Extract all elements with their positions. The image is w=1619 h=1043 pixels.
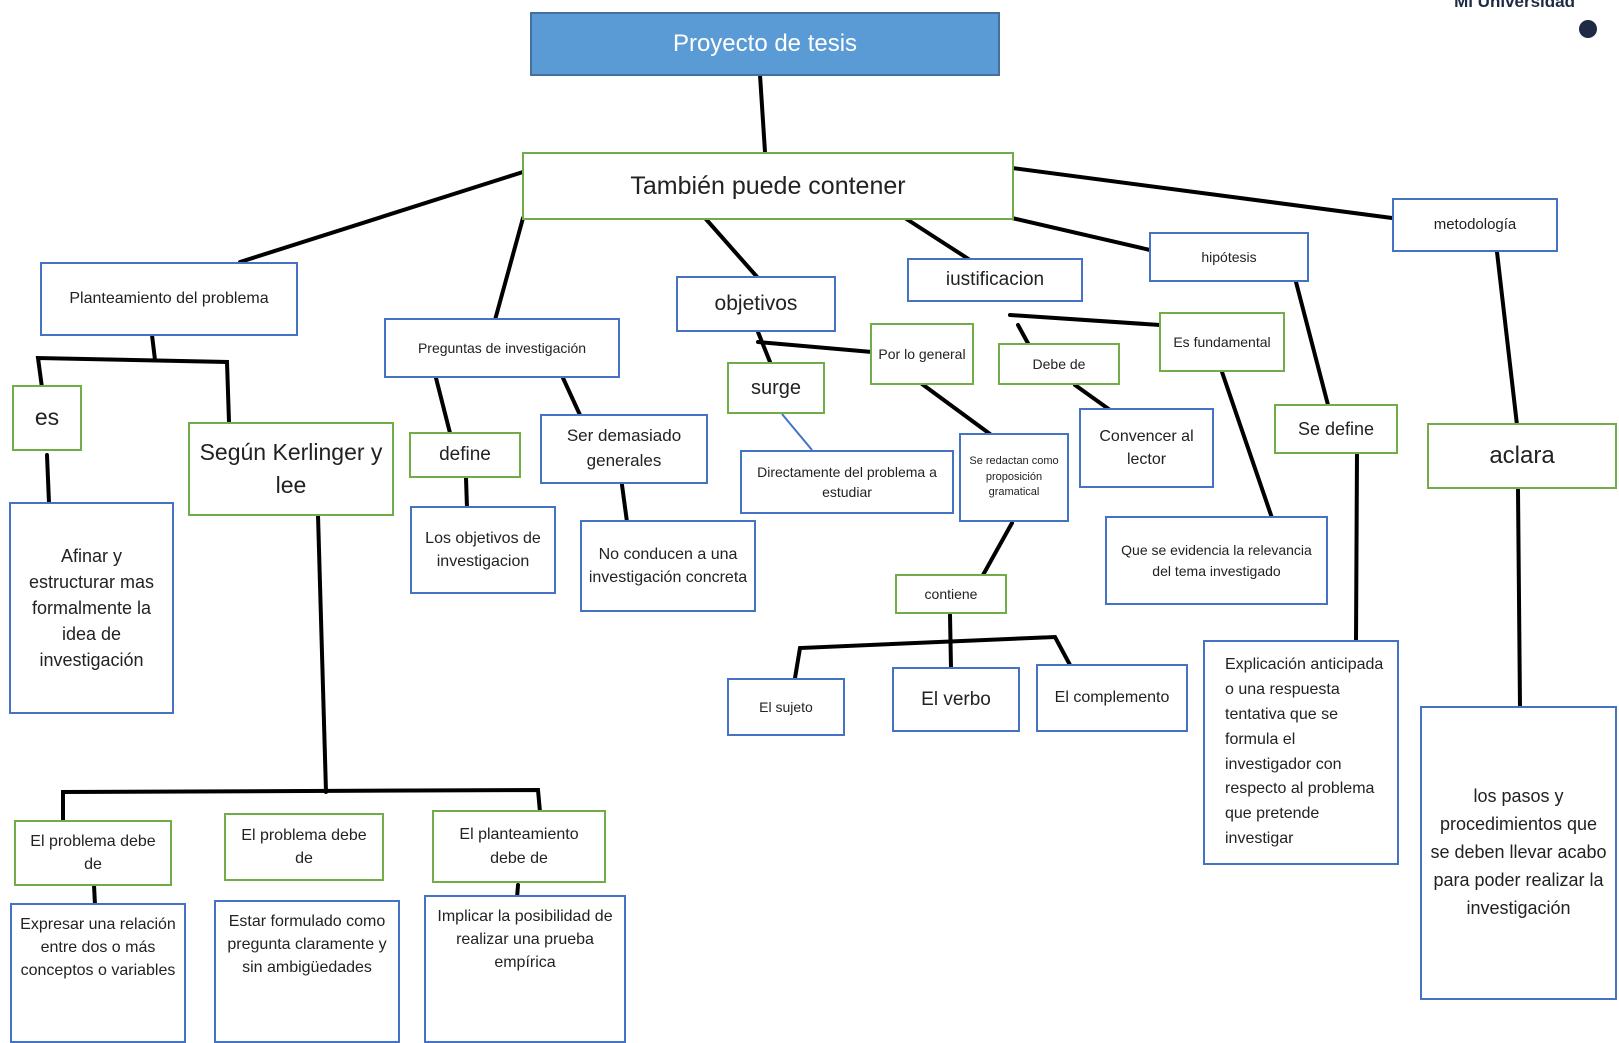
metodologia-node: metodología <box>1392 198 1558 252</box>
estar-node: Estar formulado como pregunta claramente… <box>214 900 400 1043</box>
connector <box>1010 166 1394 220</box>
connector <box>92 883 97 907</box>
connector <box>703 216 760 280</box>
connector <box>756 340 874 354</box>
connector <box>316 513 328 794</box>
connector <box>793 634 1072 680</box>
complemento-node: El complemento <box>1036 664 1188 732</box>
connector <box>464 476 469 510</box>
demasiado-node: Ser demasiado generales <box>540 414 708 484</box>
debe-de-node: Debe de <box>998 343 1120 385</box>
connector <box>493 216 525 322</box>
explicacion-node: Explicación anticipada o una respuesta t… <box>1203 640 1399 865</box>
justificacion-node: iustificacion <box>907 258 1083 302</box>
connector <box>238 170 525 264</box>
planteamiento-node: Planteamiento del problema <box>40 262 298 336</box>
se-define-node: Se define <box>1274 404 1398 454</box>
convencer-node: Convencer al lector <box>1079 408 1214 488</box>
connector <box>45 453 51 505</box>
connector <box>758 73 767 154</box>
connector <box>981 521 1014 577</box>
hipotesis-node: hipótesis <box>1149 232 1309 282</box>
afinar-node: Afinar y estructurar mas formalmente la … <box>9 502 174 714</box>
root-node: Proyecto de tesis <box>530 12 1000 76</box>
prob2-node: El problema debe de <box>224 813 384 881</box>
connector <box>903 216 972 262</box>
connector <box>920 382 992 436</box>
connector <box>150 333 157 362</box>
connector <box>1354 450 1359 644</box>
connector <box>561 376 582 417</box>
directamente-node: Directamente del problema a estudiar <box>740 450 954 514</box>
connector <box>756 330 772 364</box>
pasos-node: los pasos y procedimientos que se deben … <box>1420 706 1617 1000</box>
no-conducen-node: No conducen a una investigación concreta <box>580 520 756 612</box>
implicar-node: Implicar la posibilidad de realizar una … <box>424 895 626 1043</box>
connector <box>1010 216 1152 252</box>
objetivos-inv-node: Los objetivos de investigacion <box>410 506 556 594</box>
connector-thin <box>781 413 813 451</box>
connector <box>1220 370 1274 520</box>
connector <box>1008 313 1162 327</box>
connector <box>1495 250 1519 427</box>
brand-name: Mi Universidad <box>1454 0 1575 11</box>
contener-node: También puede contener <box>522 152 1014 220</box>
connector <box>1516 488 1522 710</box>
evidencia-node: Que se evidencia la relevancia del tema … <box>1105 516 1328 605</box>
connector <box>434 376 452 435</box>
connector <box>948 613 953 670</box>
connector <box>1073 383 1112 412</box>
es-node: es <box>12 385 82 451</box>
connector <box>1294 280 1330 407</box>
contiene-node: contiene <box>895 574 1007 614</box>
segun-node: Según Kerlinger y lee <box>188 422 394 516</box>
define-node: define <box>409 432 521 478</box>
connector <box>61 787 542 825</box>
preguntas-node: Preguntas de investigación <box>384 318 620 378</box>
objetivos-node: objetivos <box>676 276 836 332</box>
sujeto-node: El sujeto <box>727 678 845 736</box>
prob1-node: El problema debe de <box>14 820 172 886</box>
fundamental-node: Es fundamental <box>1159 312 1285 372</box>
connector <box>620 483 629 524</box>
brand-dot <box>1579 20 1597 38</box>
expresar-node: Expresar una relación entre dos o más co… <box>10 903 186 1043</box>
aclara-node: aclara <box>1427 423 1617 489</box>
surge-node: surge <box>727 362 825 414</box>
verbo-node: El verbo <box>892 667 1020 732</box>
porlo-node: Por lo general <box>870 323 974 385</box>
plant3-node: El planteamiento debe de <box>432 810 606 883</box>
redactan-node: Se redactan como proposición gramatical <box>959 433 1069 522</box>
